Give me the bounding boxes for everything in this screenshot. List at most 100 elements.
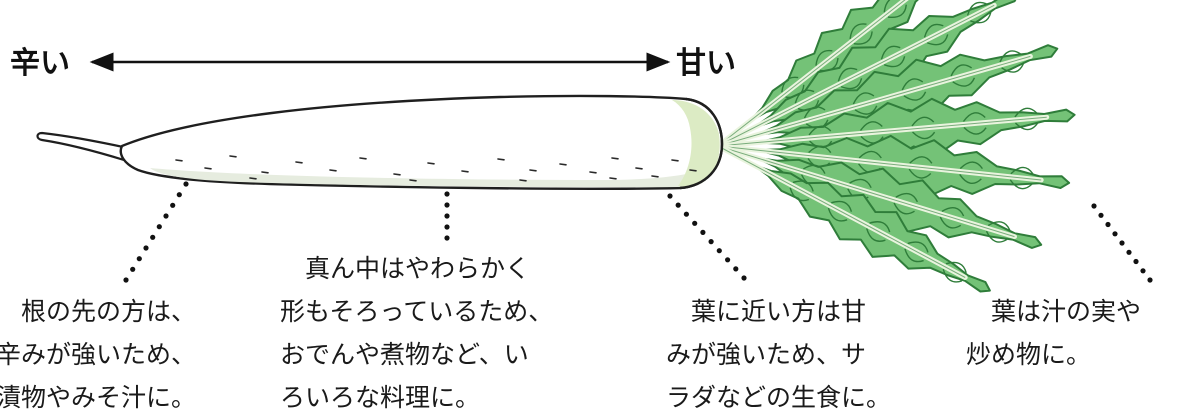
leader-dot xyxy=(150,234,156,240)
caption-line: 葉は汁の実や xyxy=(966,297,1142,326)
leaf-vein xyxy=(866,228,886,242)
caption-line: 根の先の方は、 xyxy=(0,297,197,326)
caption-line: 炒め物に。 xyxy=(966,340,1092,369)
leaf-vein xyxy=(827,207,848,222)
leader-dot xyxy=(1091,203,1097,209)
leaf-midrib-line xyxy=(717,116,1047,147)
leaf-vein xyxy=(987,221,1011,231)
leader-dot xyxy=(176,192,182,198)
leaf-vein xyxy=(840,78,863,90)
root-hair xyxy=(295,161,303,164)
leaf-vein xyxy=(893,202,915,215)
leaf-vein xyxy=(923,23,944,38)
leaf-vein xyxy=(985,230,1008,243)
leaf-vein xyxy=(895,192,919,203)
leaf-vein xyxy=(859,121,883,131)
leaf-vein xyxy=(887,4,907,19)
leader-dot xyxy=(444,235,450,241)
leader-dot xyxy=(1147,277,1153,283)
leader-dot xyxy=(130,266,136,272)
root-hair xyxy=(329,169,337,172)
caption-line: みが強いため、サ xyxy=(666,340,867,369)
leaf-vein xyxy=(883,0,891,13)
leaf-vein xyxy=(792,180,814,192)
root-hair xyxy=(393,173,401,176)
leaf-vein xyxy=(794,89,815,104)
leaf-vein xyxy=(849,178,872,189)
leaf-vein xyxy=(912,131,936,140)
leaf-vein xyxy=(815,49,833,66)
leader-dot xyxy=(700,229,706,235)
leaf-vein xyxy=(901,78,924,91)
leaf-midrib-line xyxy=(717,0,906,147)
leaf-vein xyxy=(880,45,901,60)
leaf-vein xyxy=(963,126,987,135)
root-hair xyxy=(427,162,435,165)
root-hair xyxy=(497,158,505,161)
caption-line: ラダなどの生食に。 xyxy=(666,383,892,412)
caption-middle: 真ん中はやわらかく 形もそろっているため、 おでんや煮物など、い ろいろな料理に… xyxy=(280,247,553,419)
caption-line: 漬物やみそ汁に。 xyxy=(0,383,197,412)
leader-lines xyxy=(123,181,1153,283)
leaf-vein xyxy=(942,268,963,283)
leaf-vein xyxy=(781,76,799,93)
leaf-vein xyxy=(999,50,1021,63)
leader-dot xyxy=(156,224,162,230)
leader-dot xyxy=(170,202,176,208)
leader-dot xyxy=(163,213,169,219)
root-hair xyxy=(261,171,269,174)
spicy-label: 辛い xyxy=(10,46,70,81)
leader-dot xyxy=(444,213,450,219)
leader-dot xyxy=(725,257,731,263)
leaf-vein xyxy=(908,168,932,179)
root-hair xyxy=(609,177,617,180)
leaf-vein xyxy=(883,56,906,68)
root-hair xyxy=(529,169,537,172)
leaf-vein xyxy=(858,150,882,159)
caption-near-leaves: 葉に近い方は甘 みが強いため、サ ラダなどの生食に。 xyxy=(666,290,891,419)
leader-dot xyxy=(733,266,739,272)
root-hair xyxy=(635,167,643,170)
caption-line: 真ん中はやわらかく xyxy=(280,254,531,283)
leader-dot xyxy=(716,248,722,254)
root-hair xyxy=(359,157,367,160)
radish-leaves xyxy=(715,0,1076,293)
leaf-vein xyxy=(911,116,935,127)
leaf-vein xyxy=(803,106,826,119)
leader-dot xyxy=(692,220,698,226)
leaf-vein xyxy=(909,156,933,164)
leaf-vein xyxy=(831,200,853,212)
leaf-vein xyxy=(1010,166,1034,175)
caption-line: 辛みが強いため、 xyxy=(0,340,197,369)
leader-dot xyxy=(1133,258,1139,265)
leaf-vein xyxy=(904,248,924,263)
leaf-vein xyxy=(952,77,976,87)
leader-dot xyxy=(123,277,129,283)
root-hair xyxy=(519,179,527,182)
root-hair xyxy=(204,167,212,170)
leader-dot xyxy=(136,256,142,262)
caption-root-tip: 根の先の方は、 辛みが強いため、 漬物やみそ汁に。 xyxy=(0,290,196,419)
leader-dot xyxy=(444,191,450,197)
leader-dot xyxy=(1126,249,1132,255)
leader-dot xyxy=(667,193,673,199)
radish-tail xyxy=(36,131,129,162)
leader-dot xyxy=(708,239,714,245)
leader-dot xyxy=(1112,231,1118,237)
radish-root-hairs xyxy=(175,155,697,182)
leader-dot xyxy=(1119,240,1125,246)
root-hair xyxy=(689,169,697,172)
radish-neck xyxy=(672,100,720,187)
leaf-vein xyxy=(1009,179,1033,190)
caption-leaves: 葉は汁の実や 炒め物に。 xyxy=(966,290,1141,376)
root-hair xyxy=(589,171,597,174)
leader-dot xyxy=(444,224,450,230)
leaf-vein xyxy=(852,92,875,105)
leaf-vein xyxy=(802,164,826,174)
radish-shade xyxy=(150,168,706,188)
leaf-vein xyxy=(869,221,891,233)
root-hair xyxy=(611,157,619,160)
leaf-vein xyxy=(927,34,949,46)
leaf-vein xyxy=(939,216,962,229)
